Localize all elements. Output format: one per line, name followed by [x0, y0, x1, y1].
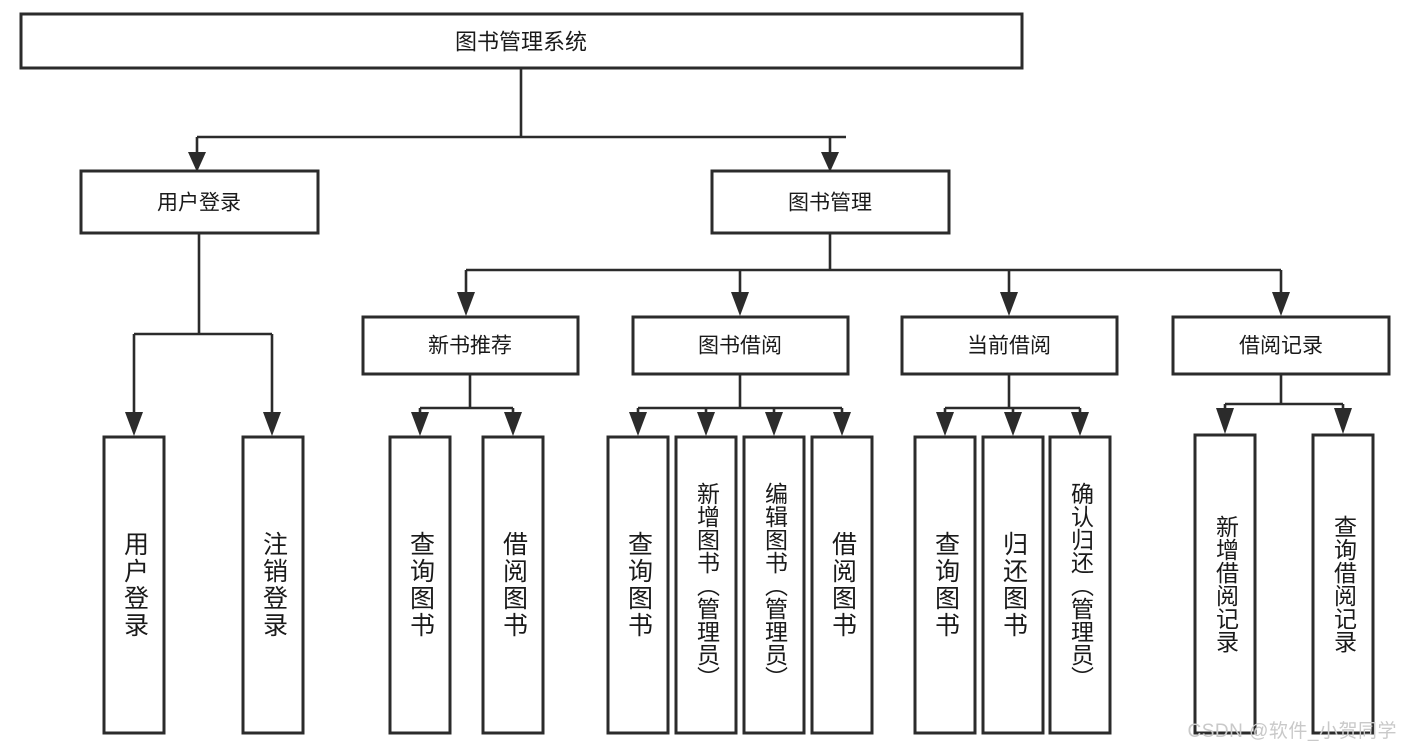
- node-root-label: 图书管理系统: [455, 30, 587, 55]
- node-user-login[interactable]: 用户登录: [79, 169, 320, 235]
- arrow-head-leaf-query-record: [1334, 408, 1352, 434]
- node-new-book-recommend[interactable]: 新书推荐: [361, 315, 580, 376]
- arrow-head-book-borrow: [731, 292, 749, 316]
- leaf-box-return-book[interactable]: [981, 435, 1045, 735]
- node-root-box[interactable]: [19, 12, 1024, 70]
- node-borrow-record-label: 借阅记录: [1239, 335, 1323, 358]
- node-book-management-box[interactable]: [710, 169, 951, 235]
- connectors-layer: [125, 68, 1352, 436]
- leaf-box-borrow-book-1[interactable]: [481, 435, 545, 735]
- arrow-head-leaf-query-book-3: [936, 412, 954, 436]
- leaf-box-confirm-return[interactable]: [1048, 435, 1112, 735]
- leaf-box-query-book-1[interactable]: [388, 435, 452, 735]
- arrow-head-leaf-query-book-1: [411, 412, 429, 436]
- arrow-head-new-book-recommend: [457, 292, 475, 316]
- leaf-box-borrow-book-2[interactable]: [810, 435, 874, 735]
- arrow-head-leaf-confirm-return: [1071, 412, 1089, 436]
- leaf-box-query-record[interactable]: [1311, 433, 1375, 735]
- leaf-box-add-record[interactable]: [1193, 433, 1257, 735]
- node-new-book-recommend-label: 新书推荐: [428, 335, 512, 358]
- arrow-head-user-login: [188, 152, 206, 172]
- node-root[interactable]: 图书管理系统: [19, 12, 1024, 70]
- node-book-borrow-label: 图书借阅: [698, 335, 782, 358]
- csdn-watermark: CSDN @软件_小贺同学: [1187, 721, 1397, 742]
- node-book-management-label: 图书管理: [788, 192, 872, 215]
- arrow-head-leaf-add-book: [697, 412, 715, 436]
- node-borrow-record[interactable]: 借阅记录: [1171, 315, 1391, 376]
- arrow-head-book-management: [821, 152, 839, 172]
- leaf-box-query-book-2[interactable]: [606, 435, 670, 735]
- node-book-management[interactable]: 图书管理: [710, 169, 951, 235]
- node-current-borrow-box[interactable]: [900, 315, 1119, 376]
- node-user-login-label: 用户登录: [157, 192, 241, 215]
- arrow-head-borrow-record: [1272, 292, 1290, 316]
- arrow-head-leaf-add-record: [1216, 408, 1234, 434]
- leaf-box-logout-login[interactable]: [241, 435, 305, 735]
- arrow-head-leaf-borrow-book-1: [504, 412, 522, 436]
- node-current-borrow[interactable]: 当前借阅: [900, 315, 1119, 376]
- arrow-head-leaf-logout-login: [263, 412, 281, 436]
- node-new-book-recommend-box[interactable]: [361, 315, 580, 376]
- arrow-head-leaf-borrow-book-2: [833, 412, 851, 436]
- node-current-borrow-label: 当前借阅: [967, 335, 1051, 358]
- arrow-head-leaf-edit-book: [765, 412, 783, 436]
- arrow-head-leaf-user-login: [125, 412, 143, 436]
- leaf-box-edit-book[interactable]: [742, 435, 806, 735]
- node-user-login-box[interactable]: [79, 169, 320, 235]
- arrow-head-leaf-query-book-2: [629, 412, 647, 436]
- node-borrow-record-box[interactable]: [1171, 315, 1391, 376]
- node-book-borrow-box[interactable]: [631, 315, 850, 376]
- leaf-box-add-book[interactable]: [674, 435, 738, 735]
- arrow-head-leaf-return-book: [1004, 412, 1022, 436]
- leaf-box-query-book-3[interactable]: [913, 435, 977, 735]
- node-book-borrow[interactable]: 图书借阅: [631, 315, 850, 376]
- leaf-box-user-login[interactable]: [102, 435, 166, 735]
- leaf-boxes-layer: [102, 433, 1375, 735]
- arrow-head-current-borrow: [1000, 292, 1018, 316]
